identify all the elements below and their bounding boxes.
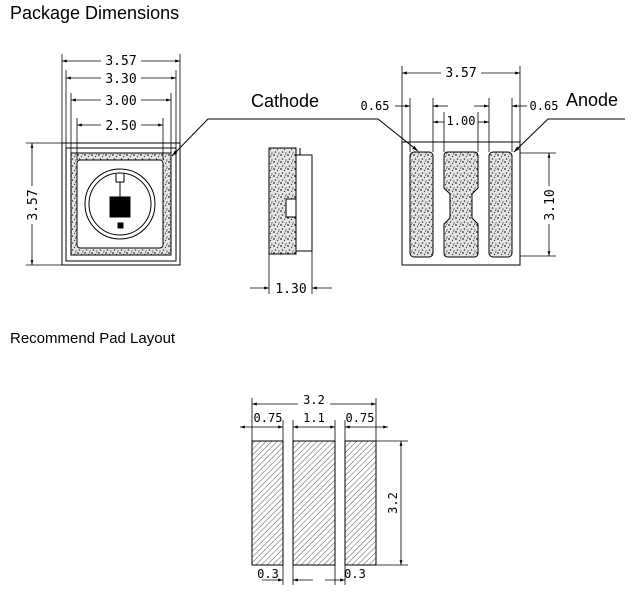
- anode-label: Anode: [566, 90, 618, 110]
- dim-pad-center: 1.1: [303, 411, 325, 425]
- chip-marker: [117, 222, 124, 229]
- dim-pad-right: 0.75: [346, 411, 375, 425]
- side-view-lens: [295, 154, 313, 252]
- cathode-leader-bottom: [333, 118, 419, 152]
- side-view-chip: [285, 198, 297, 218]
- bottom-view: [401, 141, 521, 266]
- dim-top-width-outer: 3.57: [105, 54, 136, 69]
- pad-layout-dimensions: [240, 398, 408, 585]
- bottom-view-dimensions: [395, 66, 556, 257]
- dim-side-thickness: 1.30: [275, 282, 306, 297]
- pad-center: [292, 440, 336, 566]
- dim-top-width-330: 3.30: [105, 72, 136, 87]
- pad-layout: [251, 440, 377, 566]
- dim-pad-total-width: 3.2: [303, 393, 325, 407]
- cathode-pad: [409, 151, 434, 258]
- cathode-leader-top: [171, 118, 333, 157]
- callouts: [171, 118, 625, 157]
- top-view-dimension-labels: 3.57 3.30 3.00 2.50 3.57: [24, 52, 141, 224]
- anode-leader: [513, 118, 625, 153]
- dim-pad-height: 3.2: [386, 492, 400, 514]
- dim-bottom-pad-right: 0.65: [530, 99, 559, 113]
- side-view: [250, 147, 332, 294]
- dim-pad-gap-left: 0.3: [257, 567, 279, 581]
- pad-right: [344, 440, 377, 566]
- dim-top-width-300: 3.00: [105, 94, 136, 109]
- cathode-label: Cathode: [251, 91, 319, 111]
- dim-bottom-height: 3.10: [543, 189, 558, 220]
- dim-bottom-pad-center: 1.00: [447, 114, 476, 128]
- dim-bottom-width: 3.57: [445, 66, 476, 81]
- dim-top-height: 3.57: [26, 189, 41, 220]
- recommend-pad-layout-heading: Recommend Pad Layout: [10, 330, 176, 347]
- dim-bottom-pad-left: 0.65: [361, 99, 390, 113]
- package-dimensions-heading: Package Dimensions: [10, 3, 180, 23]
- pad-layout-dimension-labels: 3.2 0.75 1.1 0.75 3.2 0.3 0.3: [254, 393, 400, 581]
- led-chip: [109, 196, 131, 218]
- pad-left: [251, 440, 284, 566]
- thermal-pad: [443, 151, 479, 258]
- top-view-dimensions: [26, 54, 181, 266]
- top-view-inner-outline: [65, 147, 177, 262]
- dim-top-width-250: 2.50: [105, 119, 136, 134]
- dim-pad-gap-right: 0.3: [344, 567, 366, 581]
- top-view: [61, 142, 181, 266]
- top-view-outline: [61, 142, 181, 266]
- dim-pad-left: 0.75: [254, 411, 283, 425]
- bottom-view-dimension-labels: 3.57 0.65 1.00 0.65 3.10: [361, 64, 559, 224]
- anode-pad: [488, 151, 513, 258]
